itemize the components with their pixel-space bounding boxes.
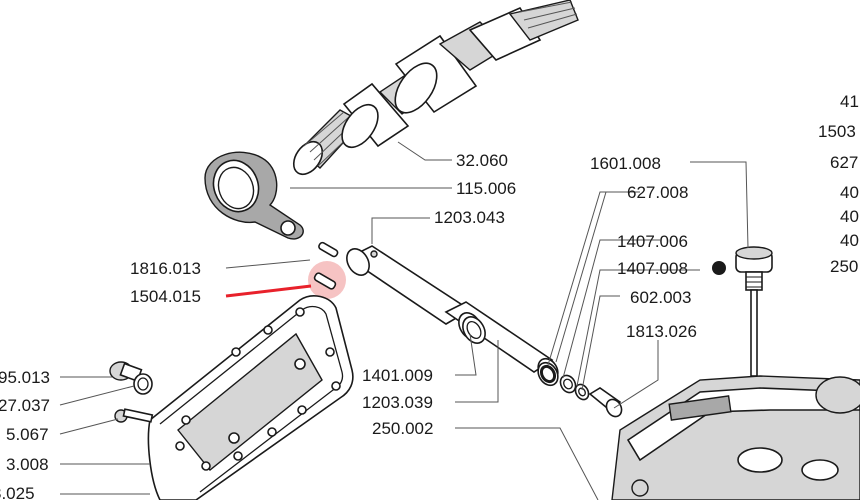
seals-and-washers <box>462 316 590 401</box>
label-1813-026: 1813.026 <box>626 322 697 341</box>
label-right-627: 627 <box>830 153 858 172</box>
oil-plug <box>735 246 773 377</box>
label-115-006: 115.006 <box>456 179 516 198</box>
label-right-41: 41 <box>840 92 859 111</box>
label-1401-009: 1401.009 <box>362 366 433 385</box>
label-1601-008: 1601.008 <box>590 154 661 173</box>
label-1203-043: 1203.043 <box>434 208 505 227</box>
label-1816-013: 1816.013 <box>130 259 201 278</box>
label-right-40a: 40 <box>840 183 859 202</box>
fork-rod <box>346 245 559 383</box>
label-right-1503: 1503 <box>818 122 856 141</box>
label-602-003: 602.003 <box>630 288 691 307</box>
leader-lines <box>59 141 749 500</box>
label-right-250: 250 <box>830 257 858 276</box>
highlight-pointer <box>225 284 312 298</box>
label-right-40c: 40 <box>840 231 859 250</box>
label-1504-015: 1504.015 <box>130 287 201 306</box>
roll-pins <box>308 241 346 299</box>
cover-screws <box>109 361 154 423</box>
part-labels: 32.060 115.006 1203.043 1816.013 1504.01… <box>0 92 859 500</box>
bolt <box>588 387 623 418</box>
label-250-002: 250.002 <box>372 419 433 438</box>
label-27-037: 27.037 <box>0 396 50 415</box>
label-1407-006: 1407.006 <box>617 232 688 251</box>
label-32-060: 32.060 <box>456 151 508 170</box>
gear-housing <box>611 375 860 500</box>
cover-plate <box>147 295 354 500</box>
splined-shaft <box>292 0 579 176</box>
bullet-marker <box>712 261 726 275</box>
label-1203-039: 1203.039 <box>362 393 433 412</box>
label-right-40b: 40 <box>840 207 859 226</box>
label-3-008: 3.008 <box>6 455 49 474</box>
fork-yoke <box>204 151 304 240</box>
label-95-013: 95.013 <box>0 368 50 387</box>
label-1407-008: 1407.008 <box>617 259 688 278</box>
label-3-025: 3.025 <box>0 484 35 500</box>
label-627-008: 627.008 <box>627 183 688 202</box>
label-5-067: 5.067 <box>6 425 49 444</box>
